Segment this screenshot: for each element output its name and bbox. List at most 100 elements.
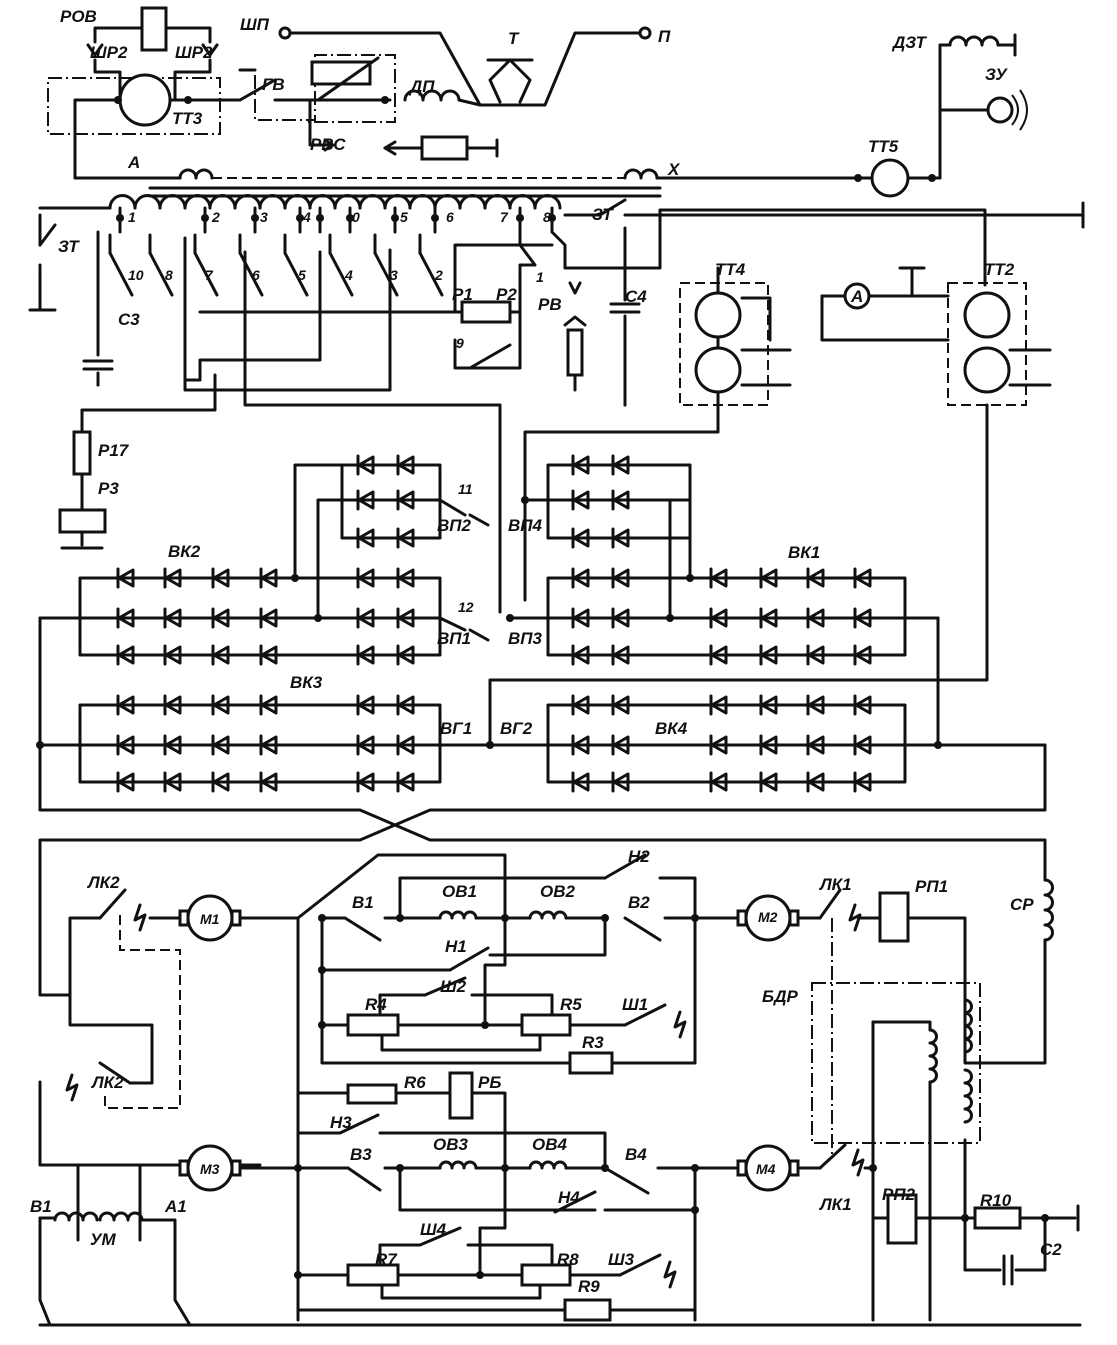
diode-icon: [163, 771, 182, 793]
wire: [438, 498, 467, 517]
junction-dot: [346, 214, 354, 222]
junction-dot: [869, 1164, 877, 1172]
components: [36, 6, 1085, 1322]
label-tap-5: 5: [400, 209, 408, 225]
switch-contact-icon: [418, 1226, 462, 1247]
junction-dot: [601, 914, 609, 922]
diode-icon: [611, 734, 630, 756]
label-tap-2: 2: [211, 209, 220, 225]
label-vp1: ВП1: [437, 629, 471, 648]
wire: [296, 853, 507, 1022]
diode-icon: [211, 694, 230, 716]
wire: [610, 1023, 697, 1065]
diode-icon: [806, 644, 825, 666]
arrow-icon: [383, 140, 397, 156]
diode-icon: [356, 734, 375, 756]
wire: [28, 263, 57, 312]
diode-icon: [759, 694, 778, 716]
wire: [820, 294, 950, 342]
coil-icon: [358, 194, 387, 210]
capacitor-icon: [82, 359, 114, 371]
label-rp2: РП2: [882, 1185, 916, 1204]
capacitor-icon: [609, 302, 641, 314]
label-tap-6: 6: [446, 209, 454, 225]
current-transformer-tt3: [118, 73, 172, 127]
label-rp1: РП1: [915, 877, 948, 896]
label-r5: R5: [560, 995, 582, 1014]
label-m1: М1: [200, 911, 220, 927]
diode-icon: [709, 567, 728, 589]
wire: [243, 250, 502, 614]
diode-icon: [396, 607, 415, 629]
resistor: [520, 1013, 572, 1037]
label-r9: R9: [578, 1277, 600, 1296]
diode-icon: [163, 694, 182, 716]
terminal-shp: [278, 26, 292, 40]
diode-icon: [611, 771, 630, 793]
label-b1: В1: [30, 1197, 52, 1216]
switch-contact-icon: [553, 1190, 597, 1214]
junction-dot: [391, 214, 399, 222]
diode-icon: [259, 771, 278, 793]
junction-dot: [691, 914, 699, 922]
junction-dot: [476, 1271, 484, 1279]
switch-contact-icon: [38, 223, 57, 247]
wire: [380, 1283, 542, 1300]
resistor: [520, 1263, 572, 1287]
bridge-vk2-upper: [340, 463, 442, 540]
label-rov: РОВ: [60, 7, 97, 26]
motor-icon: [186, 894, 234, 942]
coil-icon: [438, 1160, 478, 1170]
junction-dot: [928, 174, 936, 182]
wire: [963, 1138, 1002, 1272]
resistor: [310, 60, 372, 86]
label-ov3: ОВ3: [433, 1135, 469, 1154]
diode-icon: [709, 644, 728, 666]
label-rv: РВ: [538, 295, 562, 314]
wire: [68, 993, 154, 1085]
diode-icon: [571, 607, 590, 629]
diode-icon: [709, 694, 728, 716]
label-vk4: ВК4: [655, 719, 688, 738]
coil-icon: [458, 194, 487, 210]
label-switch-8: 8: [165, 267, 173, 283]
label-gv: ГВ: [262, 75, 285, 94]
coil-icon: [53, 1211, 99, 1222]
label-switch-6: 6: [252, 267, 260, 283]
diode-icon: [571, 567, 590, 589]
switch-contact-icon: [618, 1253, 662, 1277]
label-rb: РБ: [478, 1073, 501, 1092]
junction-dot: [516, 214, 524, 222]
resistor: [420, 135, 469, 161]
coil-icon: [308, 194, 337, 210]
junction-dot: [548, 214, 556, 222]
diode-icon: [396, 567, 415, 589]
switch-contact-icon: [238, 78, 277, 102]
arc-chute-icon: [65, 1073, 79, 1102]
junction-dot: [396, 1164, 404, 1172]
label-r7: R7: [375, 1250, 398, 1269]
junction-dot: [486, 741, 494, 749]
label-sh4: Ш4: [420, 1220, 447, 1239]
label-lk2-bottom: ЛК2: [90, 1073, 124, 1092]
label-p: П: [658, 27, 671, 46]
coil-icon: [408, 194, 437, 210]
label-m2: М2: [758, 909, 778, 925]
label-vk1: ВК1: [788, 543, 820, 562]
junction-dot: [854, 174, 862, 182]
wire: [488, 916, 607, 957]
wire: [453, 310, 522, 370]
diode-icon: [571, 694, 590, 716]
wire: [38, 743, 1047, 997]
pantograph-icon: [486, 58, 534, 104]
resistor: [72, 430, 92, 476]
junction-dot: [501, 914, 509, 922]
label-tap-0: 0: [352, 209, 360, 225]
diode-icon: [356, 694, 375, 716]
label-r3: R3: [582, 1033, 604, 1052]
coil-icon: [483, 194, 512, 210]
arc-chute-icon: [851, 1148, 865, 1177]
switch-contact-icon: [193, 251, 219, 297]
wire: [93, 58, 122, 102]
label-rvs: РВС: [310, 135, 346, 154]
